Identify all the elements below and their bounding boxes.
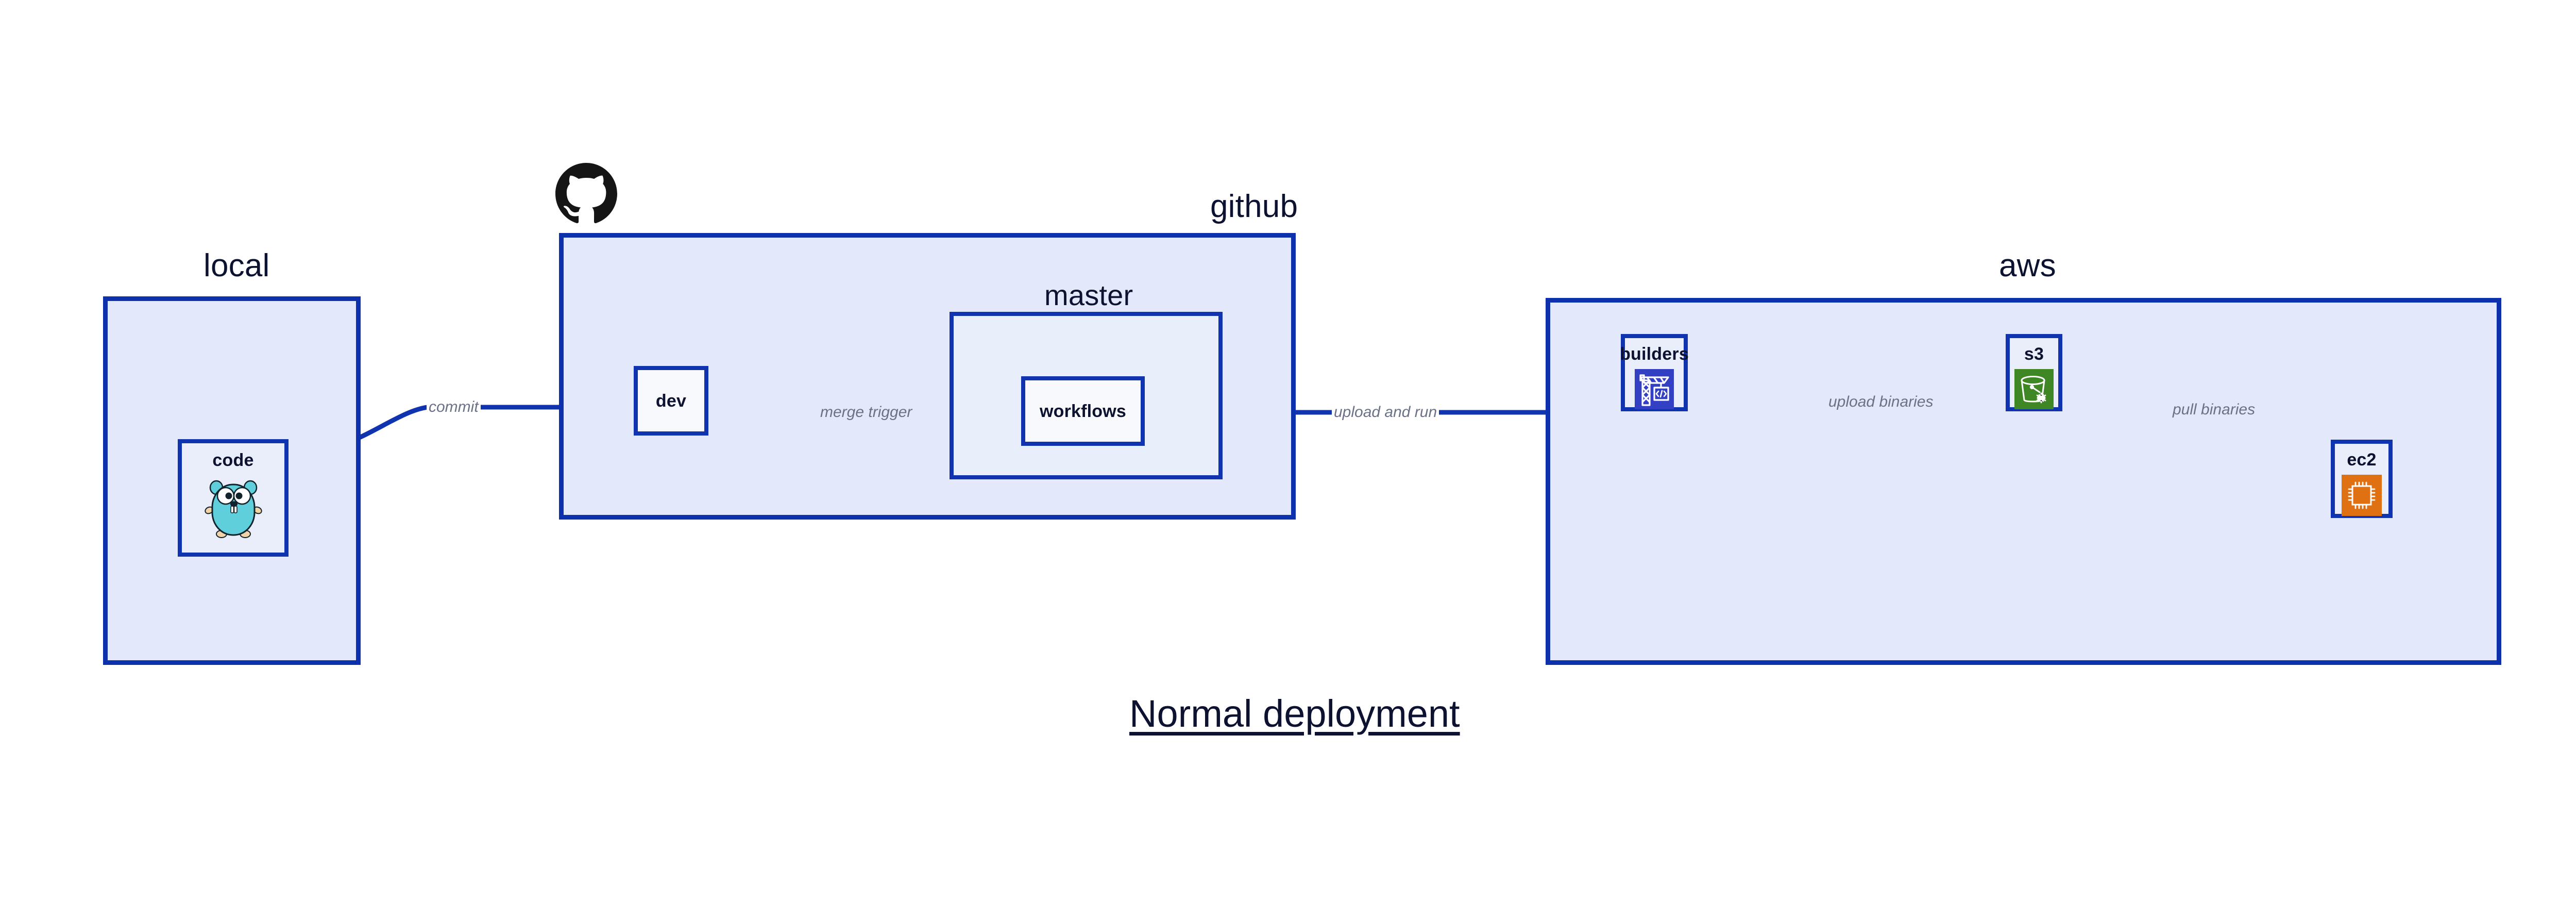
group-label-local: local: [204, 248, 270, 283]
edge-label-upload-and-run: upload and run: [1332, 405, 1439, 420]
group-label-master: master: [1044, 279, 1133, 311]
node-label-workflows: workflows: [1039, 401, 1127, 421]
diagram-caption: Normal deployment: [1129, 692, 1460, 735]
node-label-s3: s3: [2024, 344, 2044, 364]
group-label-github: github: [1210, 189, 1298, 224]
group-label-aws: aws: [1999, 248, 2056, 283]
node-dev[interactable]: dev: [634, 366, 708, 436]
node-s3[interactable]: s3: [2006, 334, 2062, 411]
go-gopher-icon: [203, 476, 264, 541]
node-label-builders: builders: [1620, 344, 1689, 364]
node-workflows[interactable]: workflows: [1021, 376, 1145, 446]
edge-label-pull-binaries: pull binaries: [2171, 402, 2258, 417]
edge-label-commit: commit: [427, 399, 481, 415]
node-label-dev: dev: [655, 391, 687, 411]
s3-glacier-bucket-icon: [2014, 369, 2054, 412]
edge-label-merge-trigger: merge trigger: [818, 405, 914, 420]
crane-code-icon: [1635, 369, 1674, 412]
node-builders[interactable]: builders: [1620, 334, 1689, 412]
ec2-chip-icon: [2342, 475, 2382, 519]
github-octocat-icon: [555, 163, 617, 227]
node-code[interactable]: code: [178, 439, 289, 557]
node-label-code: code: [212, 450, 254, 470]
node-ec2[interactable]: ec2: [2331, 440, 2393, 518]
edge-label-upload-binaries: upload binaries: [1826, 394, 1936, 410]
node-label-ec2: ec2: [2347, 450, 2377, 470]
